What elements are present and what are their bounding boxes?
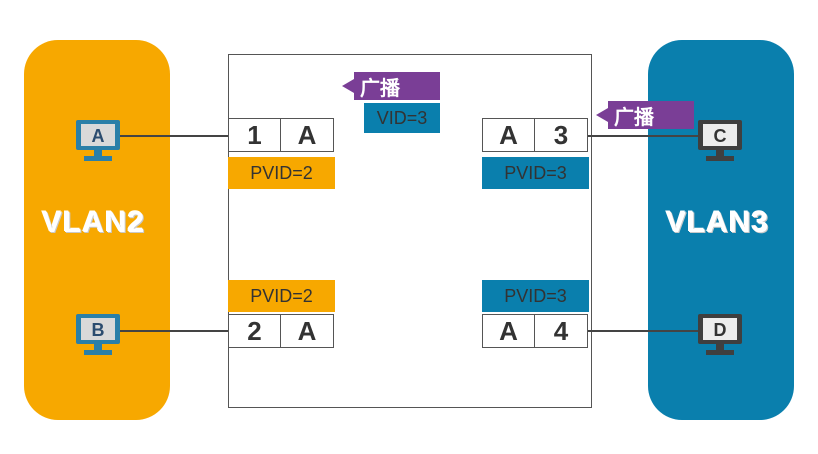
port-mac-entry-2: A <box>281 314 334 348</box>
vlan2-area: VLAN2 <box>24 40 170 420</box>
port-row-1: 1 A <box>228 118 334 154</box>
port-row-2: 2 A <box>228 314 334 350</box>
host-b-label: B <box>92 320 105 340</box>
pvid-port-1: PVID=2 <box>228 157 335 189</box>
port-mac-entry-4: A <box>482 314 535 348</box>
broadcast-inside-arrow-icon <box>342 79 354 93</box>
host-c-label: C <box>714 126 727 146</box>
port-number-3: 3 <box>535 118 588 152</box>
pvid-port-4: PVID=3 <box>482 280 589 312</box>
host-b-computer-icon: B <box>76 314 120 355</box>
link-a-port1 <box>120 135 230 137</box>
pvid-port-2: PVID=2 <box>228 280 335 312</box>
vid-tag-inside: VID=3 <box>364 103 440 133</box>
vlan2-label: VLAN2 <box>42 206 146 239</box>
host-d-computer-icon: D <box>698 314 742 355</box>
broadcast-inside-label: 广播 <box>354 72 440 100</box>
link-b-port2 <box>120 330 230 332</box>
broadcast-incoming-arrow-icon <box>596 108 608 122</box>
pvid-port-3: PVID=3 <box>482 157 589 189</box>
vlan3-area: VLAN3 <box>648 40 794 420</box>
port-number-1: 1 <box>228 118 281 152</box>
broadcast-incoming-label: 广播 <box>608 101 694 129</box>
host-a-computer-icon: A <box>76 120 120 161</box>
link-c-port3 <box>588 135 700 137</box>
port-number-2: 2 <box>228 314 281 348</box>
port-row-3: A 3 <box>482 118 588 154</box>
host-c-computer-icon: C <box>698 120 742 161</box>
host-a-label: A <box>92 126 105 146</box>
port-mac-entry-1: A <box>281 118 334 152</box>
link-d-port4 <box>588 330 700 332</box>
port-number-4: 4 <box>535 314 588 348</box>
port-mac-entry-3: A <box>482 118 535 152</box>
port-row-4: A 4 <box>482 314 588 350</box>
vlan3-label: VLAN3 <box>666 206 770 239</box>
host-d-label: D <box>714 320 727 340</box>
